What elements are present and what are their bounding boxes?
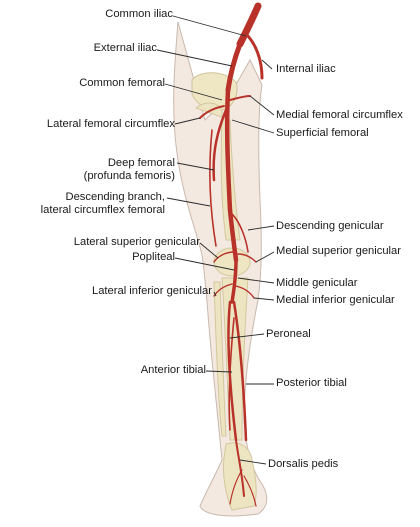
label-medial-superior-genicular: Medial superior genicular — [276, 245, 401, 257]
leader-lateral-femoral-circumflex — [174, 117, 201, 125]
artery-tree — [199, 2, 264, 507]
label-common-iliac: Common iliac — [105, 8, 173, 20]
artery-descending-branch — [209, 129, 217, 247]
label-descending-branch-line2: lateral circumflex femoral — [40, 204, 165, 216]
artery-lat-sup-genicular — [213, 251, 235, 263]
leader-medial-superior-genicular — [255, 251, 275, 263]
leader-peroneal — [229, 333, 265, 339]
artery-medial-circumflex — [229, 95, 251, 101]
label-middle-genicular: Middle genicular — [276, 277, 358, 289]
leader-lines — [156, 15, 275, 465]
artery-femoral — [224, 87, 239, 263]
leader-medial-femoral-circumflex — [249, 95, 275, 116]
artery-peroneal — [228, 317, 235, 431]
label-lateral-femoral-circumflex: Lateral femoral circumflex — [46, 118, 175, 130]
label-external-iliac: External iliac — [93, 42, 157, 54]
leader-common-iliac — [172, 15, 247, 37]
artery-external-iliac — [225, 41, 243, 93]
label-descending-genicular: Descending genicular — [276, 220, 384, 232]
artery-descending-genicular — [231, 213, 249, 253]
label-anterior-tibial: Anterior tibial — [140, 364, 206, 376]
leader-dorsalis-pedis — [239, 459, 267, 465]
label-lateral-superior-genicular: Lateral superior genicular — [73, 236, 200, 248]
label-descending-branch-line1: Descending branch, — [65, 191, 165, 203]
artery-anterior-tibial — [227, 300, 238, 442]
label-popliteal: Popliteal — [132, 251, 175, 263]
foot-bones — [223, 442, 257, 511]
artery-med-inf-genicular — [235, 285, 255, 299]
artery-posterior-tibial — [232, 300, 248, 442]
label-posterior-tibial: Posterior tibial — [276, 377, 347, 389]
artery-internal-iliac — [244, 32, 264, 80]
artery-deep-femoral — [212, 108, 228, 182]
leader-descending-genicular — [247, 225, 275, 231]
leader-popliteal — [174, 257, 235, 271]
label-internal-iliac: Internal iliac — [276, 63, 336, 75]
leader-superficial-femoral — [231, 119, 275, 134]
leader-deep-femoral — [176, 162, 215, 171]
leader-anterior-tibial — [205, 370, 233, 373]
artery-foot-branches — [229, 469, 257, 507]
leader-lateral-superior-genicular — [199, 242, 219, 259]
label-medial-femoral-circumflex: Medial femoral circumflex — [276, 109, 403, 121]
label-peroneal: Peroneal — [266, 328, 311, 340]
artery-dorsalis-pedis — [235, 439, 245, 497]
leader-lateral-inferior-genicular — [213, 291, 217, 297]
artery-med-sup-genicular — [237, 253, 257, 263]
label-superficial-femoral: Superficial femoral — [276, 127, 369, 139]
label-common-femoral: Common femoral — [79, 77, 165, 89]
leader-internal-iliac — [261, 59, 273, 70]
leader-common-femoral — [164, 83, 223, 101]
artery-popliteal — [230, 258, 238, 304]
leader-descending-branch — [166, 197, 211, 207]
label-medial-inferior-genicular: Medial inferior genicular — [276, 294, 395, 306]
label-deep-femoral-line2: (profunda femoris) — [83, 170, 175, 182]
leader-external-iliac — [156, 49, 233, 67]
artery-common-iliac — [236, 2, 262, 48]
fibula-bone — [213, 281, 227, 437]
label-dorsalis-pedis: Dorsalis pedis — [268, 458, 339, 470]
label-deep-femoral-line1: Deep femoral — [107, 157, 175, 169]
leader-middle-genicular — [237, 277, 275, 284]
leader-medial-inferior-genicular — [253, 297, 275, 301]
artery-lateral-circumflex — [199, 105, 225, 119]
label-lateral-inferior-genicular: Lateral inferior genicular — [91, 285, 212, 297]
